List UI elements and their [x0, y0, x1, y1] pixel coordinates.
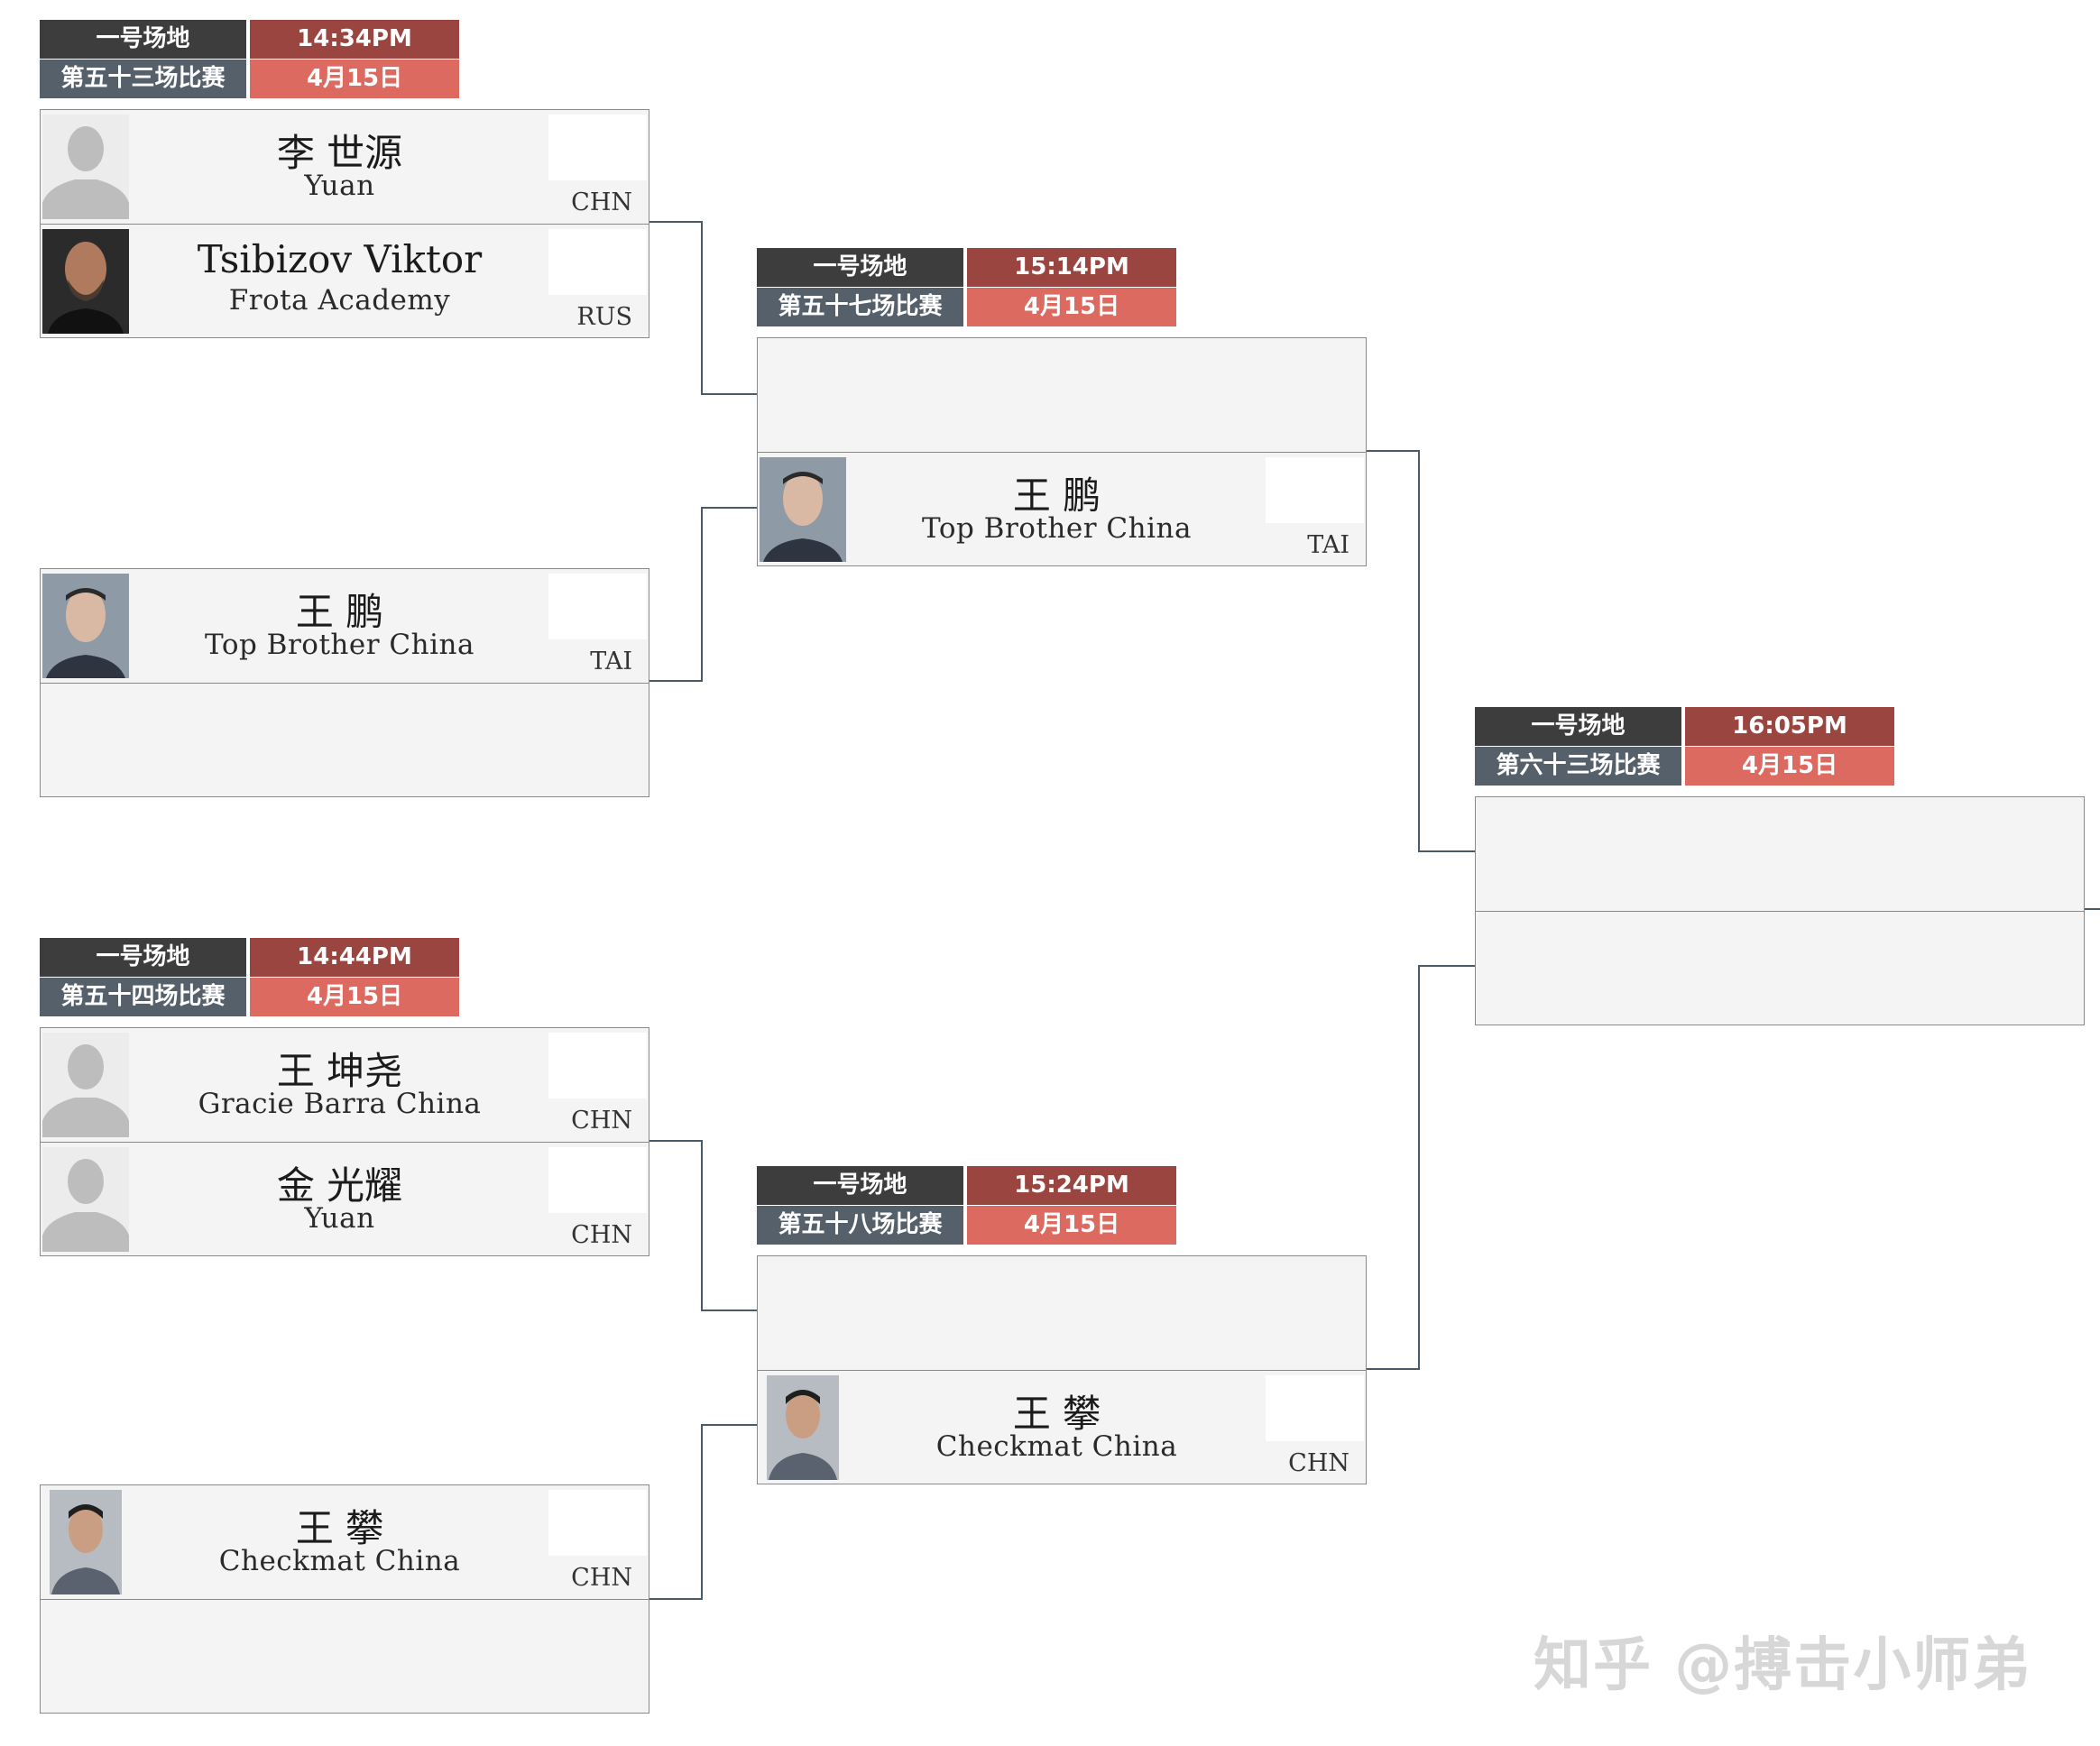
- match-date: 4月15日: [250, 978, 459, 1016]
- competitor-country: CHN: [571, 1107, 632, 1135]
- competitor-name: 王 坤尧: [276, 1049, 403, 1093]
- venue-label: 一号场地: [40, 938, 246, 977]
- match-date: 4月15日: [250, 60, 459, 98]
- venue-label: 一号场地: [40, 20, 246, 59]
- flag-placeholder: [548, 1490, 647, 1556]
- match-time: 15:14PM: [967, 248, 1176, 287]
- match-slots: 李 世源 Yuan CHN Tsibizov Viktor Frota Acad…: [40, 109, 649, 338]
- competitor-country: CHN: [571, 188, 632, 216]
- fighter-photo: [767, 1375, 839, 1480]
- venue-label: 一号场地: [757, 1166, 963, 1205]
- match-time: 15:24PM: [967, 1166, 1176, 1205]
- competitor-name: 王 鹏: [295, 590, 384, 634]
- competitor-slot[interactable]: 李 世源 Yuan CHN: [41, 110, 649, 224]
- silhouette-icon: [42, 115, 129, 219]
- match-slots: 王 鹏 Top Brother China TAI: [40, 568, 649, 797]
- competitor-country: CHN: [571, 1564, 632, 1592]
- competitor-slot-empty[interactable]: [758, 1256, 1366, 1370]
- match-header: 一号场地 第五十四场比赛 14:44PM 4月15日: [40, 938, 459, 1016]
- match-slots: [1475, 796, 2085, 1025]
- competitor-name: 王 攀: [295, 1506, 384, 1550]
- competitor-name: 王 攀: [1012, 1392, 1101, 1436]
- competitor-country: CHN: [1288, 1449, 1349, 1477]
- round-label: 第五十三场比赛: [40, 60, 246, 98]
- competitor-slot[interactable]: 金 光耀 Yuan CHN: [41, 1142, 649, 1256]
- competitor-team: Gracie Barra China: [198, 1088, 482, 1120]
- flag-placeholder: [548, 574, 647, 639]
- silhouette-icon: [42, 1147, 129, 1252]
- competitor-slot-empty[interactable]: [1476, 797, 2084, 911]
- match-header: 一号场地 第六十三场比赛 16:05PM 4月15日: [1475, 707, 1894, 786]
- competitor-team: Top Brother China: [205, 629, 474, 661]
- competitor-slot-empty[interactable]: [1476, 911, 2084, 1025]
- match-time: 16:05PM: [1685, 707, 1894, 746]
- competitor-country: TAI: [590, 648, 632, 675]
- match-slots: 王 鹏 Top Brother China TAI: [757, 337, 1367, 566]
- competitor-team: Frota Academy: [228, 284, 451, 317]
- match-slots: 王 坤尧 Gracie Barra China CHN 金 光耀 Yuan CH…: [40, 1027, 649, 1256]
- competitor-team: Yuan: [304, 1202, 375, 1235]
- round-label: 第五十七场比赛: [757, 288, 963, 326]
- competitor-country: RUS: [576, 303, 632, 331]
- competitor-slot-empty[interactable]: [41, 1599, 649, 1714]
- competitor-slot[interactable]: 王 鹏 Top Brother China TAI: [758, 452, 1366, 566]
- match-header: 一号场地 第五十七场比赛 15:14PM 4月15日: [757, 248, 1176, 326]
- flag-placeholder: [548, 115, 647, 180]
- match-header: 一号场地 第五十八场比赛 15:24PM 4月15日: [757, 1166, 1176, 1245]
- competitor-team: Top Brother China: [922, 512, 1192, 545]
- flag-placeholder: [1266, 1375, 1364, 1441]
- competitor-slot[interactable]: 王 攀 Checkmat China CHN: [758, 1370, 1366, 1484]
- match-slots: 王 攀 Checkmat China CHN: [757, 1255, 1367, 1484]
- round-label: 第六十三场比赛: [1475, 747, 1681, 786]
- match-date: 4月15日: [1685, 747, 1894, 786]
- venue-label: 一号场地: [1475, 707, 1681, 746]
- match-header: 一号场地 第五十三场比赛 14:34PM 4月15日: [40, 20, 459, 98]
- fighter-photo: [760, 457, 846, 562]
- match-slots: 王 攀 Checkmat China CHN: [40, 1484, 649, 1714]
- competitor-slot-empty[interactable]: [41, 683, 649, 797]
- flag-placeholder: [1266, 457, 1364, 523]
- fighter-photo: [50, 1490, 122, 1594]
- match-date: 4月15日: [967, 1206, 1176, 1245]
- competitor-slot[interactable]: 王 鹏 Top Brother China TAI: [41, 569, 649, 683]
- match-time: 14:44PM: [250, 938, 459, 977]
- match-time: 14:34PM: [250, 20, 459, 59]
- flag-placeholder: [548, 229, 647, 295]
- competitor-slot[interactable]: 王 攀 Checkmat China CHN: [41, 1485, 649, 1599]
- competitor-country: TAI: [1307, 531, 1349, 559]
- competitor-name: 李 世源: [276, 131, 403, 175]
- match-date: 4月15日: [967, 288, 1176, 326]
- competitor-team: Checkmat China: [218, 1545, 461, 1577]
- venue-label: 一号场地: [757, 248, 963, 287]
- flag-placeholder: [548, 1147, 647, 1213]
- fighter-photo: [42, 574, 129, 678]
- fighter-photo: [42, 229, 129, 334]
- flag-placeholder: [548, 1033, 647, 1098]
- competitor-name: 王 鹏: [1012, 473, 1101, 518]
- competitor-name: 金 光耀: [276, 1163, 403, 1208]
- competitor-slot-empty[interactable]: [758, 338, 1366, 452]
- competitor-team: Checkmat China: [935, 1430, 1178, 1463]
- competitor-country: CHN: [571, 1221, 632, 1249]
- competitor-team: Yuan: [304, 170, 375, 202]
- competitor-name: Tsibizov Viktor: [197, 237, 483, 281]
- silhouette-icon: [42, 1033, 129, 1137]
- competitor-slot[interactable]: 王 坤尧 Gracie Barra China CHN: [41, 1028, 649, 1142]
- round-label: 第五十八场比赛: [757, 1206, 963, 1245]
- round-label: 第五十四场比赛: [40, 978, 246, 1016]
- watermark-text: 知乎 @搏击小师弟: [1534, 1632, 2032, 1699]
- competitor-slot[interactable]: Tsibizov Viktor Frota Academy RUS: [41, 224, 649, 338]
